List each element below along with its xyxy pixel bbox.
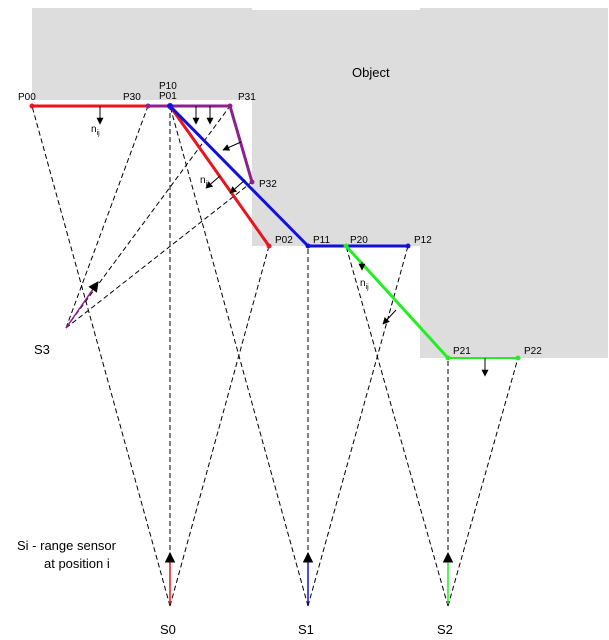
label-p11: P11 [313, 235, 330, 246]
point-labels: P00 P01 P02 P10 P11 P12 P20 P21 P22 P30 … [18, 81, 542, 357]
legend-line-2: at position i [44, 556, 110, 571]
label-p10: P10 [159, 81, 177, 92]
label-p20: P20 [350, 235, 368, 246]
point-p22 [515, 355, 521, 361]
ray-s0-p02 [169, 245, 270, 607]
ray-s0-p00 [31, 105, 171, 607]
normal-arrow [205, 175, 221, 189]
normal-arrow [229, 179, 246, 194]
object-shape [32, 8, 608, 358]
label-p32: P32 [259, 179, 277, 190]
sensor-s3-arrow [65, 281, 99, 329]
label-s0: S0 [160, 622, 176, 637]
ray-s1-p12 [307, 245, 409, 607]
point-p32 [249, 179, 255, 185]
legend-line-1: Si - range sensor [17, 538, 117, 553]
normal-arrow [222, 141, 242, 151]
label-s3: S3 [34, 342, 50, 357]
label-p12: P12 [414, 235, 432, 246]
ray-s2-p22 [447, 357, 519, 607]
normal-label: nij [200, 175, 209, 188]
segment-p10-p11 [168, 104, 310, 248]
point-p02 [266, 243, 272, 249]
ray-s2-p20 [345, 245, 449, 607]
point-p21 [445, 355, 451, 361]
surface-normals [96, 106, 489, 377]
legend: Si - range sensor at position i [17, 538, 117, 571]
point-p20 [343, 243, 349, 249]
ray-s3-p30 [65, 105, 149, 329]
normal-labels: nij nij nij [91, 124, 369, 291]
label-p30: P30 [123, 92, 141, 103]
label-p21: P21 [453, 346, 471, 357]
ray-s3-p32 [65, 181, 253, 329]
point-p30 [145, 103, 151, 109]
label-p22: P22 [524, 346, 542, 357]
label-p02: P02 [275, 235, 293, 246]
sensor-labels: S0 S1 S2 S3 [34, 342, 453, 637]
segment-p31-p32 [228, 104, 254, 184]
label-p00: P00 [18, 92, 36, 103]
normal-arrow [382, 309, 397, 325]
object-label: Object [352, 65, 390, 80]
sensor-arrows [65, 281, 454, 604]
label-s2: S2 [437, 622, 453, 637]
point-p00 [29, 103, 35, 109]
point-p12 [405, 243, 411, 249]
point-p01 [167, 103, 173, 109]
ray-s3-p31 [65, 105, 231, 329]
point-markers [29, 103, 521, 361]
normal-label: nij [91, 124, 100, 137]
normal-label: nij [360, 278, 369, 291]
label-p31: P31 [238, 92, 256, 103]
label-s1: S1 [298, 622, 314, 637]
label-p01: P01 [159, 91, 177, 102]
point-p31 [227, 103, 233, 109]
point-p11 [305, 243, 311, 249]
ray-s1-p10 [169, 105, 309, 607]
